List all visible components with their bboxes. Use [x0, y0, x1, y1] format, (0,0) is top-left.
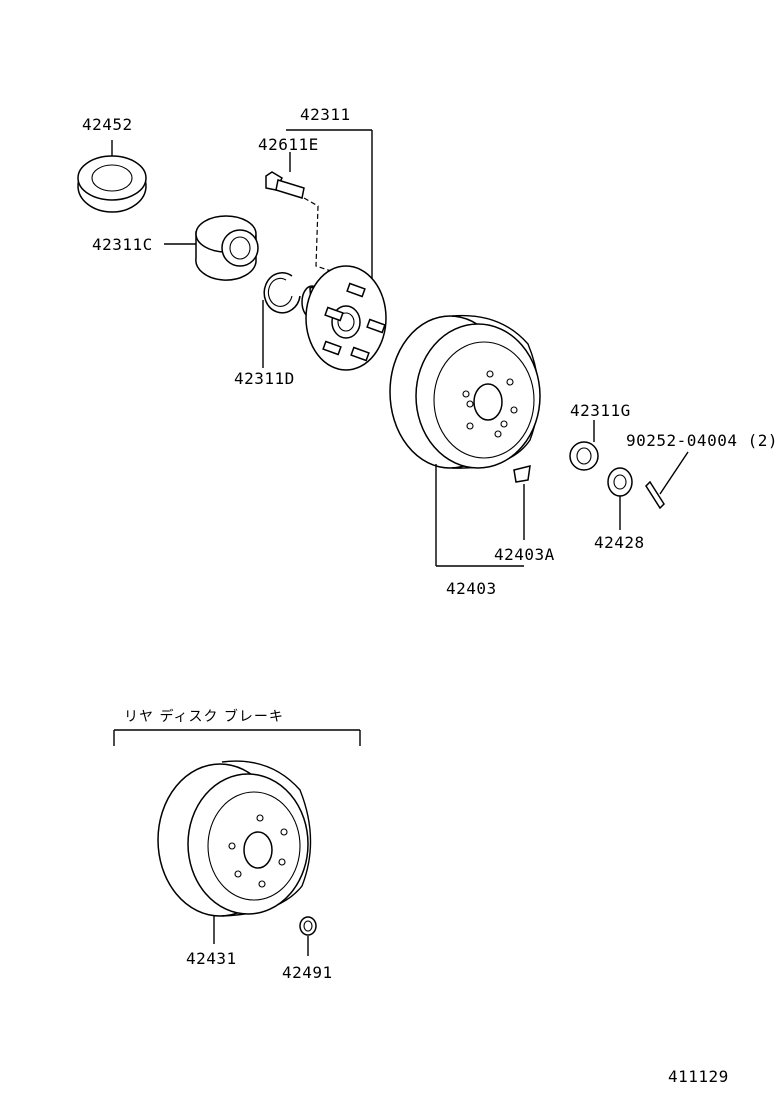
- diagram-number: 411129: [668, 1067, 729, 1086]
- grease-cap-42311g-drawing: [569, 420, 599, 471]
- label-42428: 42428: [594, 533, 645, 552]
- snap-ring-42311d-drawing: [262, 272, 301, 368]
- label-42452: 42452: [82, 115, 133, 134]
- oil-seal-42452-drawing: [77, 140, 147, 213]
- nut-42428-drawing: [607, 467, 633, 530]
- label-42311: 42311: [300, 105, 351, 124]
- brake-disc-42431-drawing: [157, 760, 312, 944]
- label-90252-04004: 90252-04004 (2): [626, 431, 778, 450]
- label-42431: 42431: [186, 949, 237, 968]
- hub-bolt-42611e-drawing: [265, 129, 372, 277]
- label-42491: 42491: [282, 963, 333, 982]
- bearing-42311c-drawing: [164, 215, 259, 281]
- brake-drum-42403-drawing: [389, 314, 541, 567]
- parts-diagram-page: 42452 42311 42611E 42311C 42311D 42311G …: [77, 105, 778, 1086]
- label-rear-disc-brake: リヤ ディスク ブレーキ: [124, 709, 284, 725]
- label-42311g: 42311G: [570, 401, 631, 420]
- label-42311c: 42311C: [92, 235, 153, 254]
- label-42611e: 42611E: [258, 135, 319, 154]
- label-42403a: 42403A: [494, 545, 555, 564]
- clip-42403a-drawing: [513, 465, 531, 540]
- cotter-pin-90252-drawing: [645, 451, 689, 510]
- rear-disc-brake-bracket: [113, 729, 361, 746]
- label-42311d: 42311D: [234, 369, 295, 388]
- axle-hub-42311-drawing: [301, 130, 387, 371]
- exploded-view-drawing: [77, 129, 689, 956]
- plug-42491-drawing: [299, 916, 317, 956]
- label-42403: 42403: [446, 579, 497, 598]
